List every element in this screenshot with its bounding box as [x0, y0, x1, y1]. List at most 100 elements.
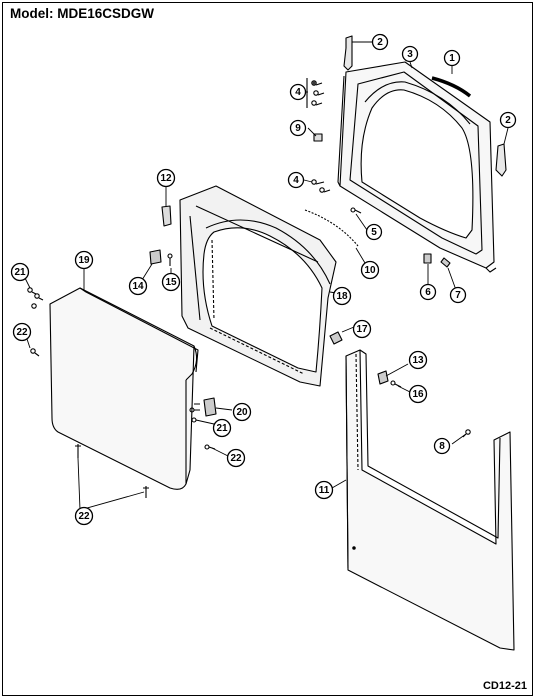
callout-c17: 17 [352, 319, 372, 339]
callout-number: 15 [165, 277, 177, 288]
callout-number: 2 [377, 37, 383, 48]
callout-c7: 7 [449, 286, 467, 304]
callout-c2b: 2 [499, 111, 517, 129]
callout-c11: 11 [314, 480, 334, 500]
callout-circle [232, 402, 252, 422]
callout-number: 20 [236, 407, 248, 418]
callout-number: 14 [132, 281, 144, 292]
model-title: Model: MDE16CSDGW [10, 6, 155, 21]
callout-circle [360, 260, 380, 280]
callout-c5: 5 [365, 223, 383, 241]
part-latch-14 [149, 249, 162, 265]
callout-c22c: 22 [74, 506, 94, 526]
part-screws-21-left [27, 287, 44, 309]
callout-number: 3 [407, 49, 413, 60]
callout-number: 8 [439, 441, 445, 452]
callout-number: 18 [336, 291, 348, 302]
callout-c1: 1 [443, 49, 461, 67]
part-outer-door-panel [49, 287, 199, 490]
part-inner-door-frame [179, 185, 337, 387]
callout-c19: 19 [74, 250, 94, 270]
callout-number: 9 [295, 123, 301, 134]
leader-lines [24, 41, 509, 511]
callout-number: 22 [78, 511, 90, 522]
callout-circle [161, 272, 181, 292]
callout-circle [10, 262, 30, 282]
part-hinge-6 [423, 253, 432, 264]
part-screws-top [306, 78, 325, 108]
callout-number: 12 [160, 173, 172, 184]
callout-number: 19 [78, 255, 90, 266]
part-clip [313, 133, 323, 142]
callout-c8: 8 [433, 437, 451, 455]
callout-c20: 20 [232, 402, 252, 422]
callout-c22b: 22 [226, 448, 246, 468]
callout-c4a: 4 [289, 83, 307, 101]
part-door-seal [304, 209, 359, 247]
part-front-panel-frame [337, 61, 497, 273]
callout-number: 17 [356, 324, 368, 335]
callout-number: 11 [319, 485, 330, 496]
callout-circle [289, 119, 307, 137]
callout-c18: 18 [332, 286, 352, 306]
callout-circle [289, 83, 307, 101]
callout-c21a: 21 [10, 262, 30, 282]
callout-number: 4 [293, 175, 299, 186]
callout-circle [12, 322, 32, 342]
part-hinge-20 [194, 397, 217, 417]
callout-c16: 16 [408, 384, 428, 404]
callout-number: 10 [364, 265, 376, 276]
callout-number: 22 [16, 327, 28, 338]
callout-circle [401, 45, 419, 63]
callout-c14: 14 [128, 276, 148, 296]
callout-number: 5 [371, 227, 377, 238]
callout-number: 16 [412, 389, 424, 400]
part-screw-22-left [30, 348, 40, 357]
callout-c3: 3 [401, 45, 419, 63]
callout-number: 6 [425, 287, 431, 298]
callout-circle [74, 250, 94, 270]
callout-circle [352, 319, 372, 339]
callout-circle [408, 350, 428, 370]
callout-circle [226, 448, 246, 468]
part-bracket-left [343, 35, 353, 71]
callout-number: 2 [505, 115, 511, 126]
callout-c15: 15 [161, 272, 181, 292]
callout-circle [408, 384, 428, 404]
callout-c12: 12 [156, 168, 176, 188]
callout-c9: 9 [289, 119, 307, 137]
part-screws-middle [311, 179, 331, 193]
callout-number: 1 [449, 53, 455, 64]
callout-circle [128, 276, 148, 296]
part-screw-5 [350, 207, 362, 214]
callout-circle [365, 223, 383, 241]
part-screw-15 [167, 253, 173, 266]
callout-circle [443, 49, 461, 67]
callout-circle [74, 506, 94, 526]
callout-circle [371, 33, 389, 51]
callout-circle [156, 168, 176, 188]
part-seal-strip [431, 76, 472, 98]
callout-c4b: 4 [287, 171, 305, 189]
part-screw-16 [390, 380, 402, 388]
callout-number: 4 [295, 87, 301, 98]
diagram-code: CD12-21 [482, 680, 527, 692]
callout-circle [449, 286, 467, 304]
callout-c6: 6 [419, 283, 437, 301]
callout-circle [419, 283, 437, 301]
callout-circle [433, 437, 451, 455]
callout-number: 13 [412, 355, 424, 366]
callout-c10: 10 [360, 260, 380, 280]
callout-c22a: 22 [12, 322, 32, 342]
part-screws-22-bottom [75, 444, 149, 498]
callout-c2a: 2 [371, 33, 389, 51]
callout-number: 7 [455, 290, 461, 301]
part-clip-17 [329, 331, 343, 345]
callout-number: 22 [230, 453, 242, 464]
callout-c13: 13 [408, 350, 428, 370]
callout-circle [212, 418, 232, 438]
callout-c21b: 21 [212, 418, 232, 438]
callout-circle [499, 111, 517, 129]
